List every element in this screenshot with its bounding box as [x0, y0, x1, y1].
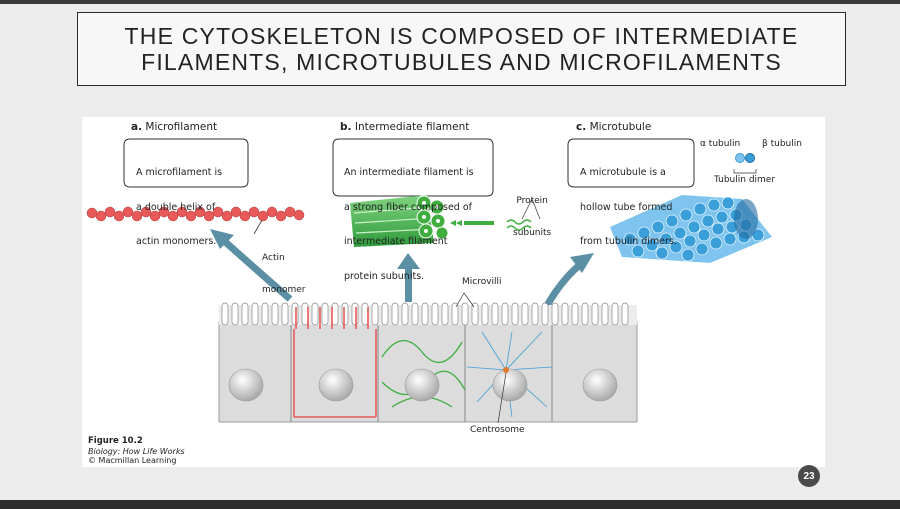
panel-c-heading: c. Microtubule [576, 121, 651, 133]
protein-subunits-label-line: subunits [513, 227, 552, 238]
cytoskeleton-figure: a. Microfilament b. Intermediate filamen… [82, 117, 825, 467]
slide-bottom-edge [0, 500, 900, 509]
tubulin-dimer-label: Tubulin dimer [714, 175, 776, 185]
panel-b-desc-line: intermediate filament [344, 236, 448, 247]
actin-monomer-label-line: monomer [262, 284, 306, 295]
panel-a-description: A microfilament is a double helix of act… [136, 144, 222, 271]
actin-filament [86, 206, 305, 222]
protein-subunits-label: Protein subunits [513, 175, 551, 259]
panel-a-heading: a. Microfilament [131, 121, 217, 133]
figure-number: Figure 10.2 [88, 436, 143, 446]
microtubule [610, 195, 772, 263]
epithelial-cells [218, 292, 638, 424]
slide-title-line-1: THE CYTOSKELETON IS COMPOSED OF INTERMED… [124, 23, 799, 49]
figure-credit: © Macmillan Learning [88, 456, 177, 465]
tubulin-dimer-icon [733, 153, 757, 174]
microvilli-label: Microvilli [462, 277, 502, 287]
panel-a-title: Microfilament [145, 121, 218, 133]
panel-a-letter: a. [131, 121, 143, 133]
slide-top-edge [0, 0, 900, 4]
actin-monomer-label: Actin monomer [262, 232, 306, 316]
beta-tubulin-label: β tubulin [762, 139, 802, 149]
panel-b-desc-line: a strong fiber composed of [344, 201, 473, 213]
panel-a-callout-box [123, 138, 249, 188]
panel-b-heading: b. Intermediate filament [340, 121, 469, 133]
panel-b-desc-line: An intermediate filament is [344, 167, 474, 178]
panel-c-letter: c. [576, 121, 587, 133]
panel-c-desc-line: A microtubule is a [580, 167, 666, 178]
panel-b-description: An intermediate filament is a strong fib… [344, 144, 474, 305]
figure-illustration [86, 138, 772, 424]
panel-c-description: A microtubule is a hollow tube formed fr… [580, 144, 677, 271]
panel-c-desc-line: from tubulin dimers. [580, 236, 677, 247]
panel-c-desc-line: hollow tube formed [580, 201, 673, 213]
panel-c-title: Microtubule [589, 121, 652, 133]
figure-caption: Figure 10.2 Biology: How Life Works © Ma… [88, 436, 185, 466]
panel-a-desc-line: a double helix of [136, 201, 216, 213]
intermediate-filament [350, 195, 541, 247]
slide-title: THE CYTOSKELETON IS COMPOSED OF INTERMED… [125, 23, 799, 75]
panel-b-letter: b. [340, 121, 352, 133]
page-number-badge: 23 [798, 465, 820, 487]
panel-b-callout-box [332, 138, 494, 197]
panel-a-desc-line: A microfilament is [136, 167, 223, 178]
slide-title-box: THE CYTOSKELETON IS COMPOSED OF INTERMED… [77, 12, 846, 86]
panel-b-desc-line: protein subunits. [344, 270, 425, 282]
actin-monomer-label-line: Actin [262, 253, 285, 263]
panel-c-callout-box [567, 138, 695, 188]
alpha-tubulin-label: α tubulin [700, 139, 741, 149]
centrosome-label: Centrosome [470, 425, 525, 435]
figure-source-book: Biology: How Life Works [88, 446, 185, 456]
panel-a-desc-line: actin monomers. [136, 236, 217, 247]
slide-title-line-2: FILAMENTS, MICROTUBULES AND MICROFILAMEN… [141, 49, 782, 75]
panel-b-title: Intermediate filament [354, 121, 470, 133]
protein-subunits-label-line: Protein [516, 196, 548, 206]
